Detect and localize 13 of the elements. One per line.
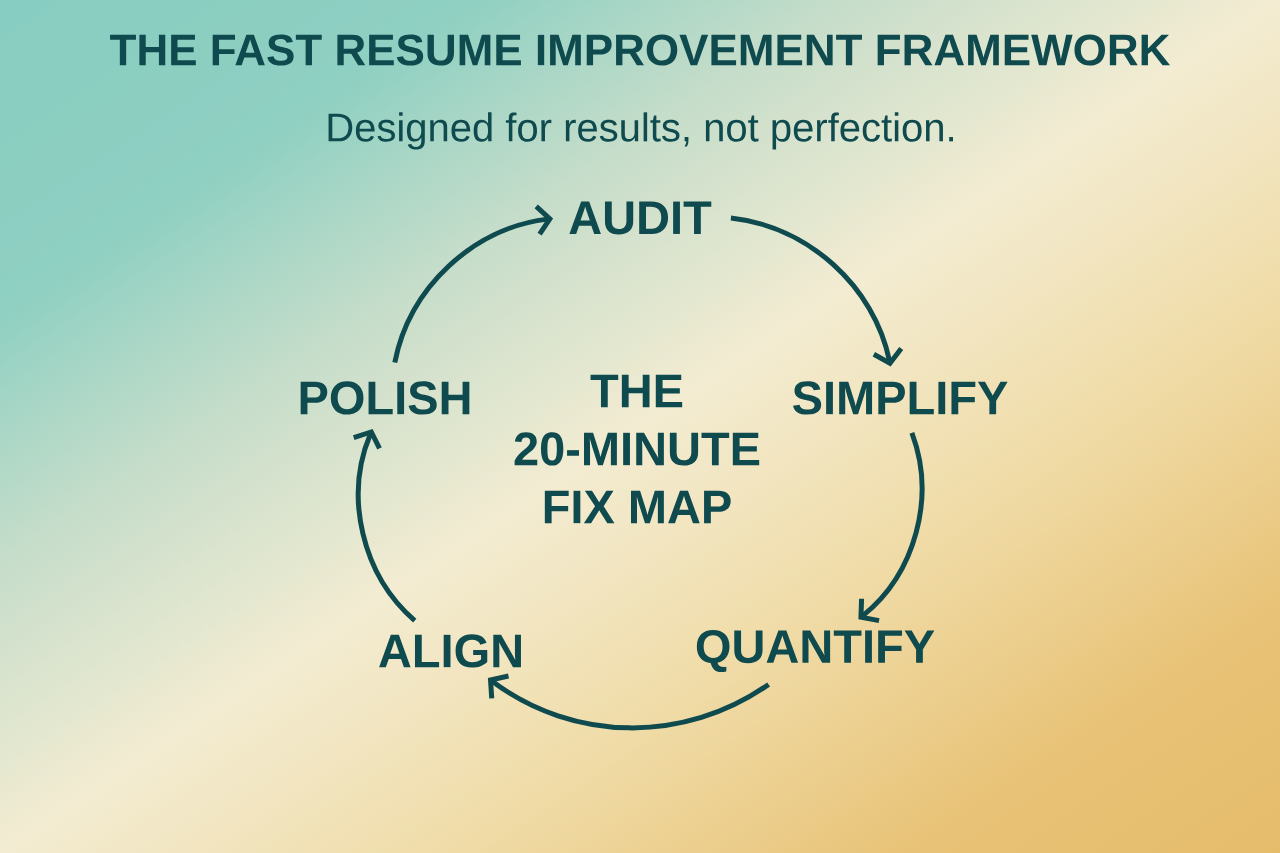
subtitle: Designed for results, not perfection. [328,112,953,150]
step-label: QUANTIFY [696,629,935,672]
step-label: SIMPLIFY [793,381,1008,415]
step-label: POLISH [300,381,470,415]
arrow [352,428,417,623]
arrow [392,204,554,364]
arrow [858,432,925,624]
title: THE FAST RESUME IMPROVEMENT FRAMEWORK [110,34,1171,66]
center-text: THE 20-MINUTE FIX MAP [514,374,760,524]
step-label: AUDIT [569,201,712,235]
step-label: ALIGN [379,634,521,668]
arrow [487,673,770,731]
arrow [730,215,904,367]
